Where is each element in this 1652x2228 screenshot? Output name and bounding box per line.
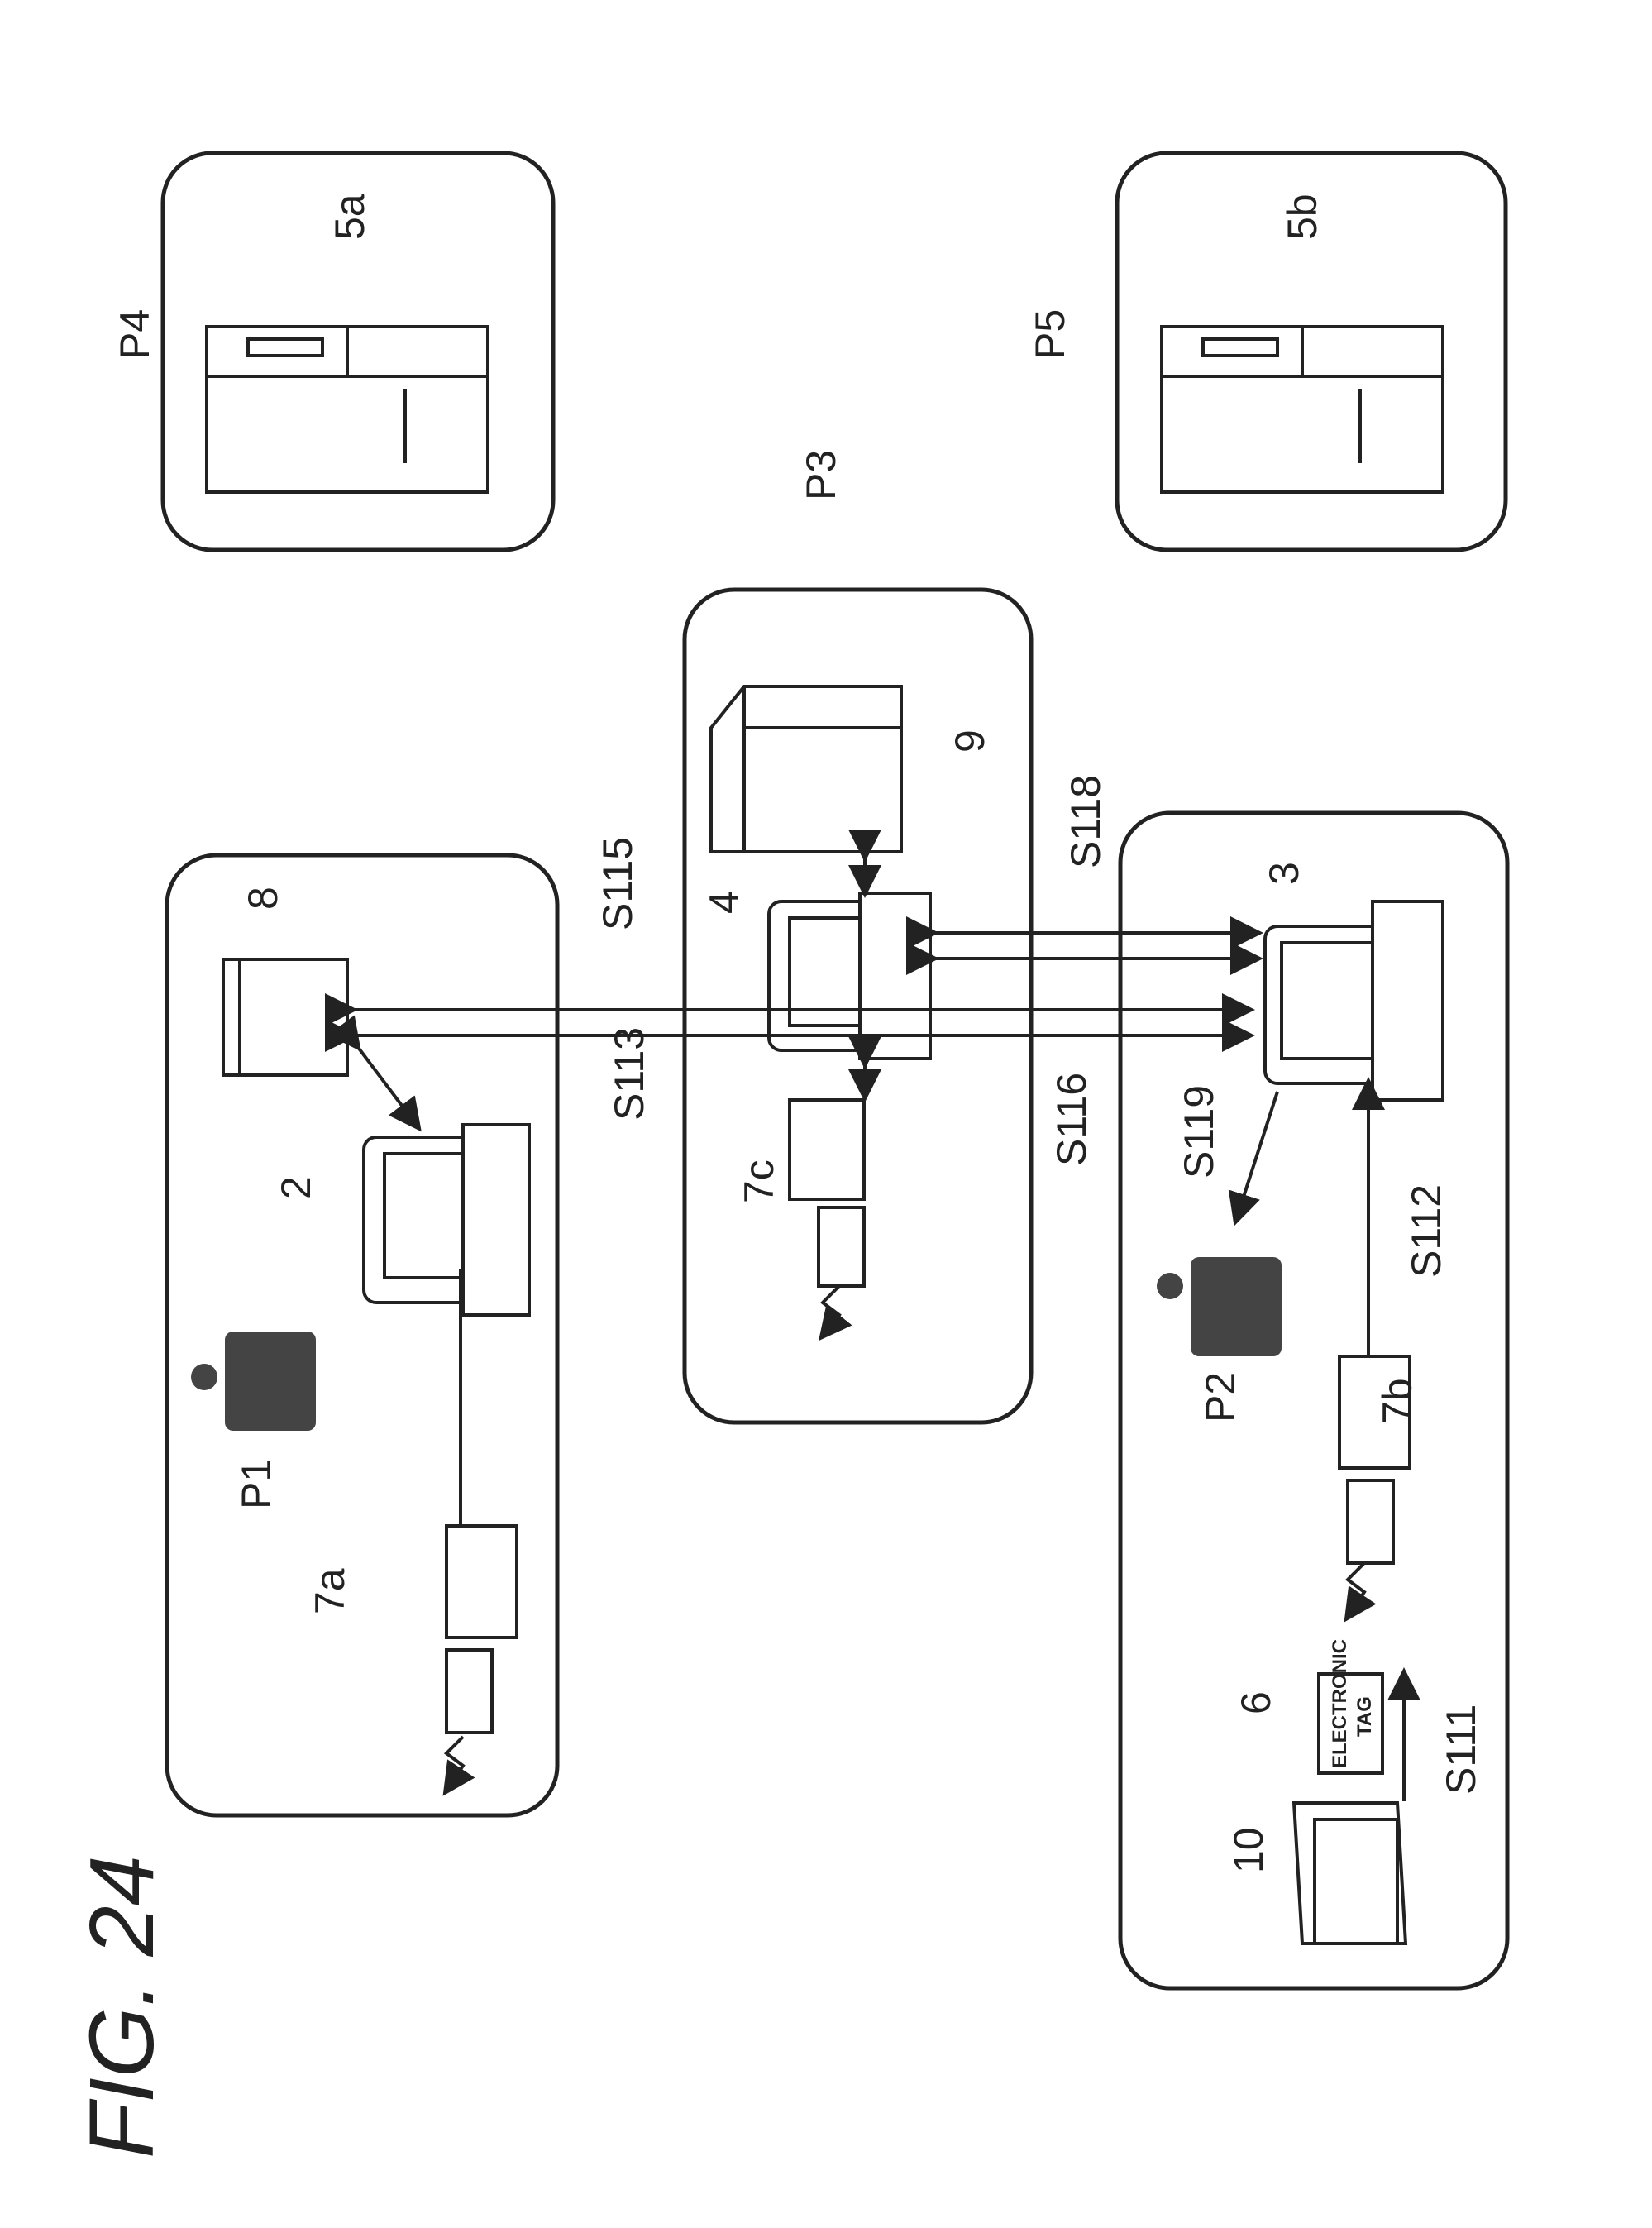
label-4: 4	[701, 891, 747, 914]
label-2: 2	[273, 1176, 319, 1199]
label-7b: 7b	[1374, 1378, 1420, 1424]
label-8: 8	[240, 887, 286, 910]
label-6: 6	[1233, 1691, 1279, 1714]
label-5a: 5a	[327, 194, 373, 240]
label-p4: P4	[112, 309, 158, 360]
label-10: 10	[1225, 1827, 1272, 1873]
computer-5a	[207, 327, 488, 492]
label-p5: P5	[1027, 309, 1073, 360]
label-3: 3	[1261, 862, 1307, 885]
svg-text:TAG: TAG	[1354, 1696, 1376, 1737]
terminal-2	[364, 1125, 529, 1315]
article-10	[1294, 1803, 1406, 1944]
label-5b: 5b	[1279, 194, 1325, 240]
svg-text:ELECTRONIC: ELECTRONIC	[1329, 1639, 1351, 1768]
person-p2-icon	[1157, 1257, 1282, 1356]
label-s115: S115	[594, 837, 641, 930]
server-9	[711, 686, 901, 852]
label-s116: S116	[1048, 1073, 1095, 1166]
label-s111: S111	[1438, 1704, 1484, 1795]
label-s119: S119	[1176, 1085, 1222, 1179]
label-s112: S112	[1403, 1184, 1449, 1278]
label-9: 9	[947, 729, 993, 753]
figure-title: FIG. 24	[71, 1855, 173, 2159]
label-7c: 7c	[736, 1159, 782, 1203]
label-p3: P3	[798, 450, 844, 500]
arrow-s119	[1236, 1092, 1277, 1220]
computer-5b	[1162, 327, 1443, 492]
server-8	[223, 959, 347, 1075]
label-p1: P1	[233, 1459, 279, 1509]
label-7a: 7a	[307, 1568, 353, 1614]
person-p1-icon	[191, 1332, 316, 1431]
electronic-tag-6: ELECTRONIC TAG	[1319, 1639, 1382, 1773]
label-s113: S113	[606, 1027, 652, 1121]
label-s118: S118	[1062, 775, 1109, 868]
reader-7c	[790, 1100, 864, 1336]
link-8-2	[357, 1046, 418, 1126]
terminal-3	[1265, 901, 1443, 1100]
reader-7a	[446, 1526, 517, 1791]
label-p2: P2	[1197, 1372, 1244, 1422]
